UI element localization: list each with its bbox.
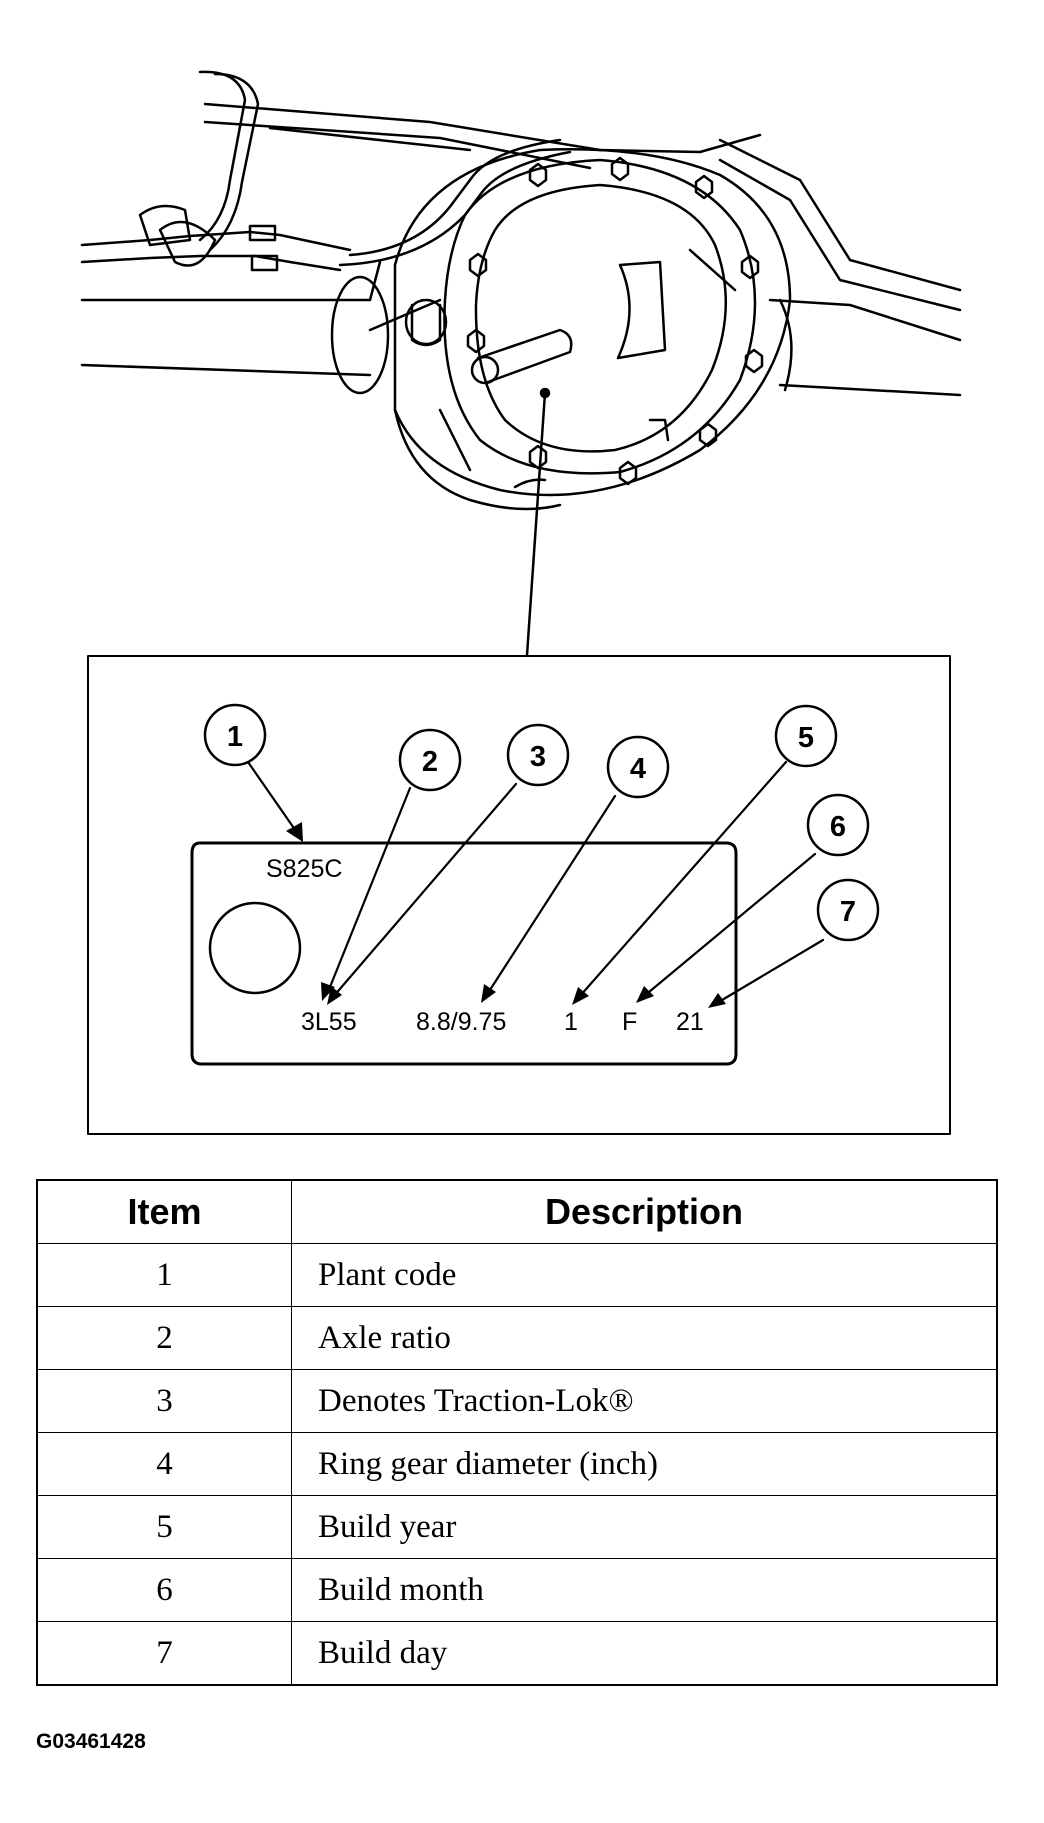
legend-table: Item Description 1 Plant code 2 Axle rat… [36,1179,998,1686]
table-row: 5 Build year [36,1495,998,1559]
item-cell: 1 [36,1243,292,1307]
callout-leaders [246,760,825,1005]
item-cell: 5 [36,1495,292,1559]
item-cell: 3 [36,1369,292,1433]
item-column-header: Item [36,1179,292,1244]
tag-plant-code: S825C [266,855,342,883]
description-cell: Build day [291,1621,998,1686]
description-cell: Axle ratio [291,1306,998,1370]
table-row: 6 Build month [36,1558,998,1622]
tag-axle-ratio: 3L55 [301,1008,357,1036]
item-cell: 2 [36,1306,292,1370]
table-row: 7 Build day [36,1621,998,1686]
item-cell: 7 [36,1621,292,1686]
description-column-header: Description [291,1179,998,1244]
tag-leader-line [525,391,547,657]
callout-4-number: 4 [630,753,646,785]
tag-build-day: 21 [676,1008,704,1036]
description-cell: Build year [291,1495,998,1559]
description-cell: Build month [291,1558,998,1622]
tag-build-month: F [622,1008,637,1036]
description-cell: Plant code [291,1243,998,1307]
callout-5-number: 5 [798,722,814,754]
callout-1-number: 1 [227,721,243,753]
table-row: 1 Plant code [36,1243,998,1307]
callout-6-number: 6 [830,811,846,843]
callout-arrowheads [286,822,726,1008]
callout-7-number: 7 [840,896,856,928]
callout-3-number: 3 [530,741,546,773]
legend-header-row: Item Description [36,1179,998,1244]
item-cell: 4 [36,1432,292,1496]
table-row: 2 Axle ratio [36,1306,998,1370]
table-row: 4 Ring gear diameter (inch) [36,1432,998,1496]
tag-rivet-hole [208,901,302,995]
callout-2-number: 2 [422,746,438,778]
table-row: 3 Denotes Traction-Lok® [36,1369,998,1433]
description-cell: Ring gear diameter (inch) [291,1432,998,1496]
callout-circles [203,703,880,942]
description-cell: Denotes Traction-Lok® [291,1369,998,1433]
item-cell: 6 [36,1558,292,1622]
tag-build-year: 1 [564,1008,578,1036]
tag-ring-gear: 8.8/9.75 [416,1008,506,1036]
rear-axle-illustration [80,70,962,511]
tag-detail-frame [87,655,951,1135]
axle-tag [190,841,738,1066]
figure-id: G03461428 [36,1730,146,1753]
